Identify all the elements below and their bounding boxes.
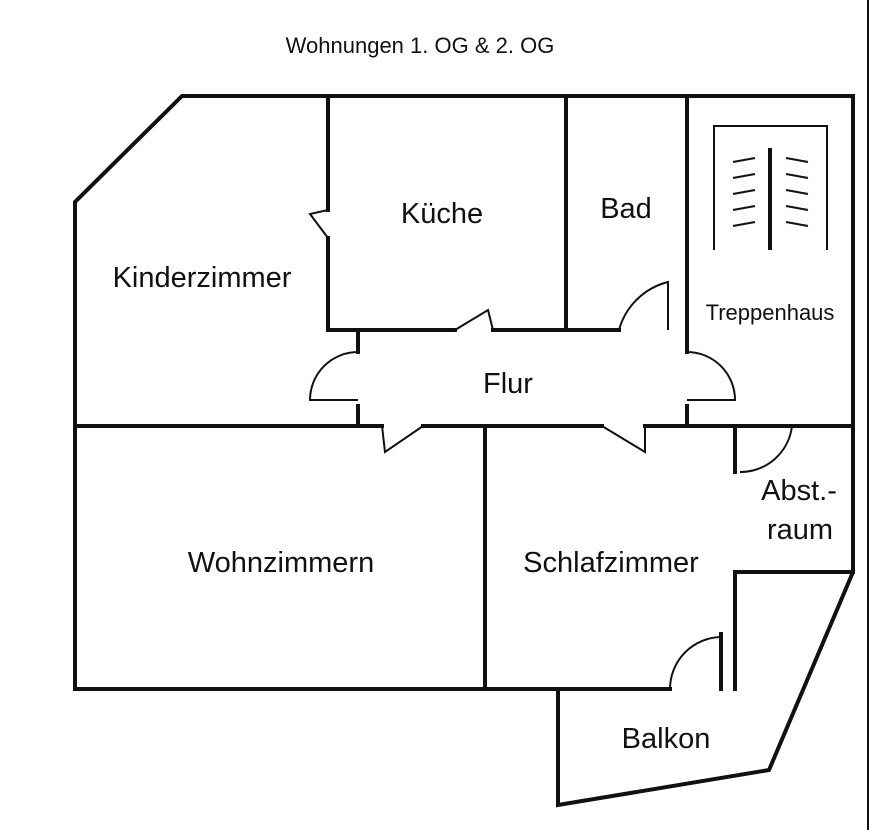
door-bad (618, 280, 669, 331)
door-schlafzimmer (601, 425, 646, 454)
label-balkon: Balkon (622, 723, 711, 755)
label-abstellraum-line1: Abst.- (761, 475, 837, 507)
label-wohnzimmern: Wohnzimmern (188, 547, 374, 579)
door-kinderzimmer (308, 351, 359, 401)
door-abstellraum (739, 425, 794, 474)
label-schlafzimmer: Schlafzimmer (523, 547, 699, 579)
door-balkon (669, 636, 722, 690)
label-abstellraum-line2: raum (767, 514, 833, 546)
outer-wall (73, 94, 855, 808)
label-flur: Flur (483, 368, 533, 400)
label-bad: Bad (600, 193, 652, 225)
plan-title: Wohnungen 1. OG & 2. OG (286, 33, 555, 58)
label-kinderzimmer: Kinderzimmer (113, 262, 292, 294)
door-treppenhaus (686, 351, 737, 401)
label-treppenhaus: Treppenhaus (706, 300, 835, 325)
staircase-icon (713, 125, 828, 250)
label-kueche: Küche (401, 198, 483, 230)
door-kueche (308, 209, 329, 239)
door-wohnzimmer (381, 425, 424, 454)
door-kueche-flur (454, 308, 494, 331)
